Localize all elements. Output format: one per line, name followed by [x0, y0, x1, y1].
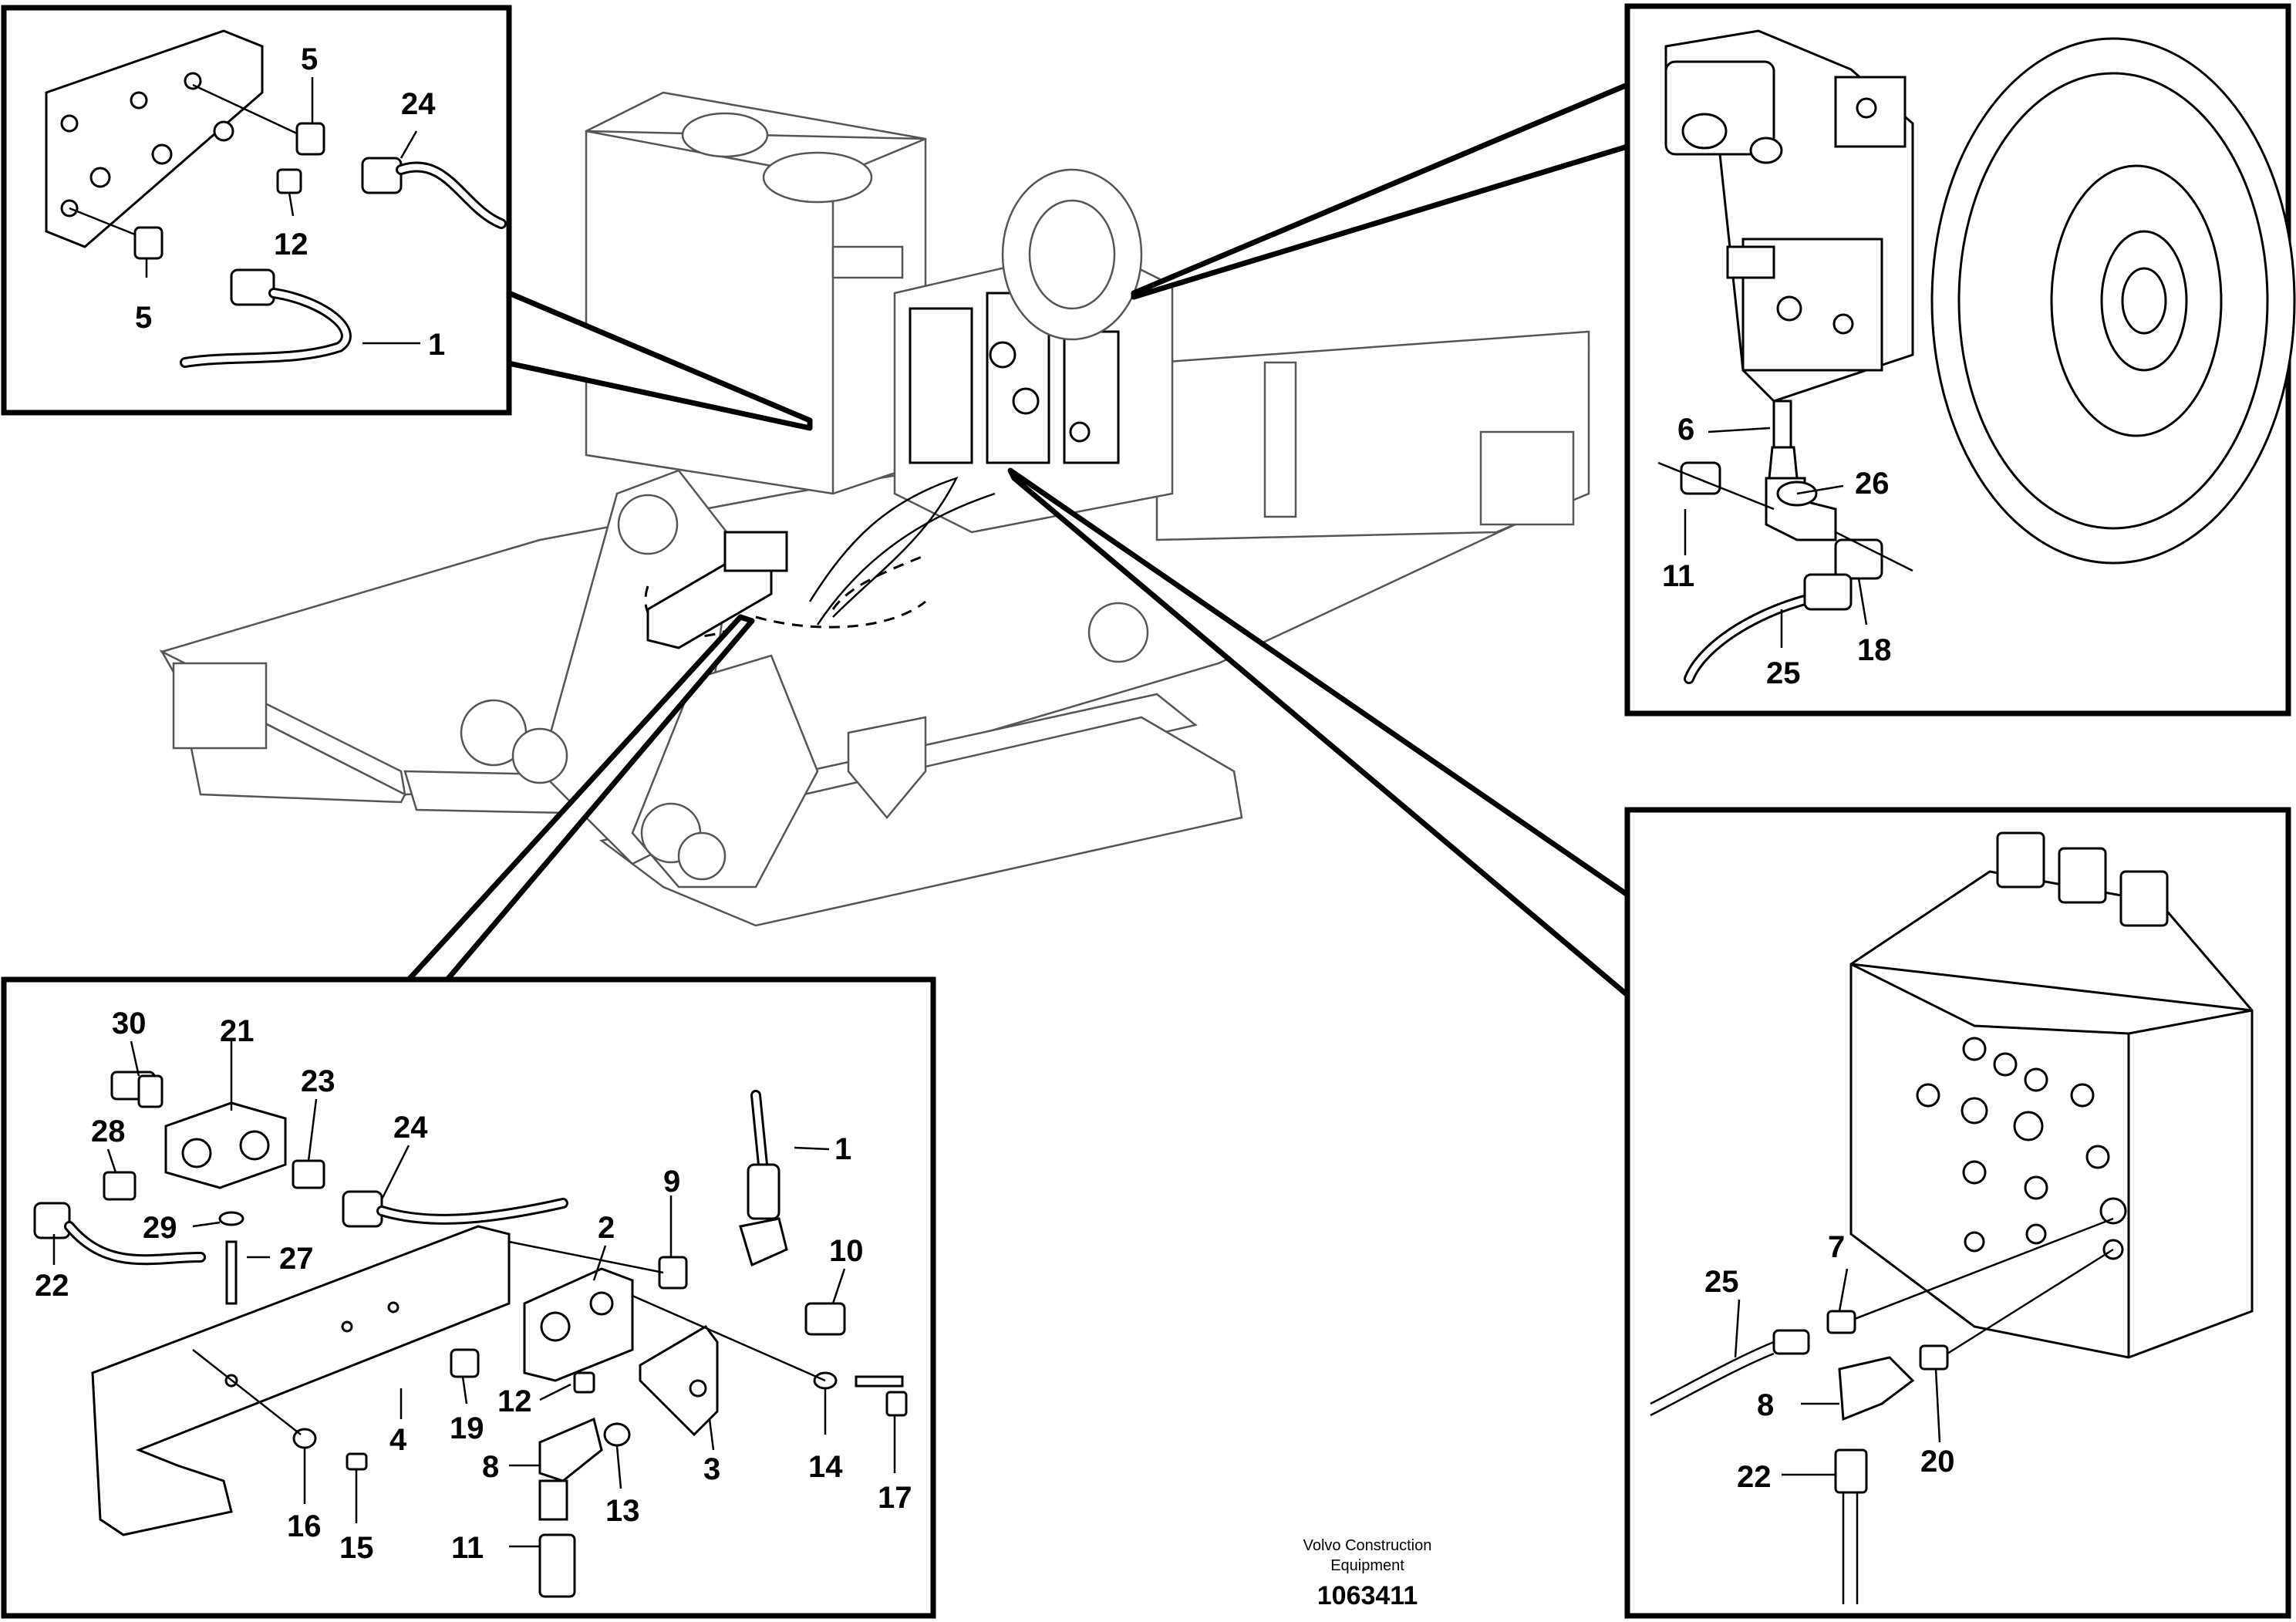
callout-label: 11 [451, 1531, 484, 1565]
detail-pointer-lines [406, 82, 1630, 998]
callout-label: 2 [598, 1211, 615, 1245]
callout-label: 25 [1704, 1265, 1739, 1299]
detail-bottom-left: 30 21 23 24 28 29 27 22 2 9 1 10 4 19 12… [1, 976, 936, 1619]
callout-label: 29 [143, 1211, 177, 1245]
callout-label: 23 [301, 1064, 335, 1098]
callout-label: 13 [605, 1494, 640, 1528]
callout-label: 21 [220, 1014, 255, 1048]
callout-label: 5 [301, 42, 318, 76]
elbow-fitting-icon [1838, 1356, 1915, 1421]
callout-label: 15 [339, 1531, 374, 1565]
callout-label: 6 [1677, 413, 1694, 447]
callout-label: 5 [135, 301, 152, 335]
callout-label: 28 [91, 1114, 126, 1148]
callout-label: 14 [808, 1450, 843, 1484]
detail-top-right: 6 26 11 18 25 [1624, 3, 2296, 717]
callout-label: 8 [1757, 1388, 1774, 1422]
callout-label: 7 [1828, 1230, 1845, 1264]
elbow-fitting-icon [739, 1217, 788, 1267]
callout-label: 30 [112, 1007, 147, 1040]
callout-label: 24 [401, 87, 436, 121]
callout-label: 27 [279, 1242, 314, 1276]
callout-label: 8 [482, 1450, 499, 1484]
hydraulic-fitting-icon [1826, 1310, 1856, 1334]
callout-label: 4 [389, 1423, 407, 1457]
callout-label: 20 [1920, 1445, 1955, 1479]
hydraulic-fitting-icon [1772, 400, 1792, 449]
callout-label: 16 [287, 1509, 322, 1543]
callout-label: 12 [497, 1384, 532, 1418]
callout-label: 1 [834, 1132, 851, 1166]
elbow-fitting-icon [538, 1417, 603, 1482]
figure-number: 1063411 [1317, 1581, 1418, 1610]
callout-label: 19 [450, 1411, 484, 1445]
publisher-line-1: Volvo Construction [1303, 1537, 1432, 1554]
callout-label: 12 [274, 228, 308, 261]
bracket-icon [91, 1225, 511, 1536]
callout-label: 22 [35, 1269, 69, 1303]
callout-label: 24 [393, 1111, 428, 1145]
detail-top-left: 5 24 12 5 1 [1, 5, 512, 416]
callout-label: 22 [1737, 1460, 1772, 1494]
callout-label: 25 [1766, 656, 1801, 690]
publisher-line-2: Equipment [1330, 1557, 1404, 1574]
machine-assembly-drawing [159, 91, 1590, 927]
callout-label: 26 [1855, 467, 1890, 501]
figure-footer: Volvo Construction Equipment 1063411 [1303, 1537, 1432, 1610]
callout-label: 17 [878, 1481, 912, 1515]
callout-label: 1 [428, 328, 445, 362]
detail-bottom-right: 7 25 8 20 22 [1624, 807, 2291, 1619]
callout-label: 11 [1662, 559, 1694, 593]
callout-label: 18 [1857, 633, 1892, 667]
callout-label: 10 [829, 1234, 864, 1268]
callout-label: 3 [703, 1452, 720, 1486]
callout-label: 9 [663, 1165, 680, 1199]
